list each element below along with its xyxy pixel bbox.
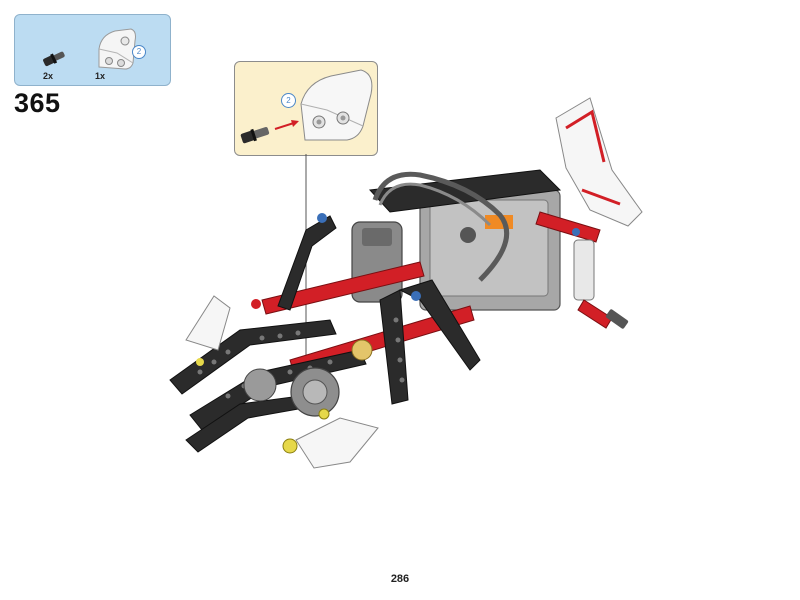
- part-quantity-1: 2x: [43, 71, 54, 81]
- axle-pin-icon: [43, 51, 65, 67]
- step-number: 365: [14, 88, 61, 118]
- parts-list-box: 2x 2 1x: [14, 14, 171, 86]
- callout-assembly-illustration: [240, 69, 373, 144]
- model-illustration: [169, 97, 643, 469]
- page-number: 286: [390, 573, 410, 585]
- part-quantity-2: 1x: [95, 71, 106, 81]
- white-panel-icon: [98, 28, 136, 70]
- sub-assembly-callout: 2: [234, 61, 378, 156]
- callout-badge: 2: [281, 93, 296, 108]
- panel-badge: 2: [132, 45, 146, 59]
